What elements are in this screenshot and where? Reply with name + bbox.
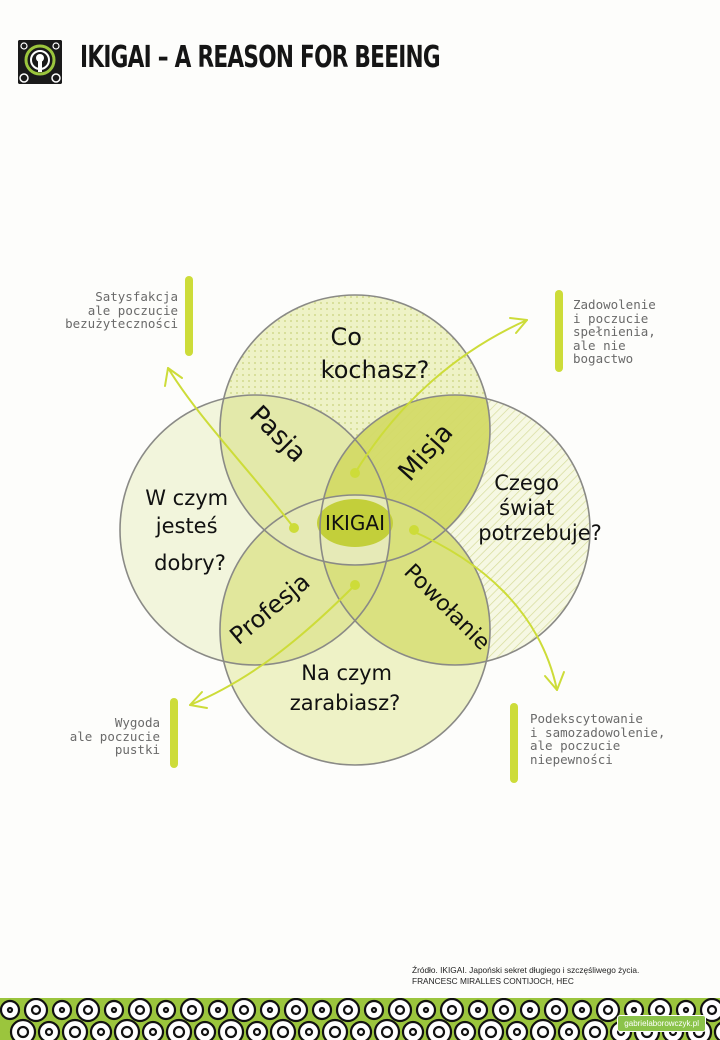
label-good-1: W czym	[145, 486, 228, 510]
note-bottom-left: Wygoda ale poczucie pustki	[69, 715, 160, 757]
note-bottom-left-bar	[170, 698, 178, 768]
svg-text:Na czym zarabiasz?: Na czym zarabiasz?	[290, 661, 401, 715]
arrow-bottom-right	[409, 529, 558, 691]
label-good-2: jesteś	[155, 514, 218, 538]
note-bottom-right: Podekscytowanie i samozadowolenie, ale p…	[530, 711, 666, 767]
source-credit-line2: FRANCESC MIRALLES CONTIJOCH, HEC	[412, 976, 574, 986]
label-needs-3: potrzebuje?	[478, 521, 602, 545]
arrow-top-left	[167, 367, 295, 529]
label-paid-2: zarabiasz?	[290, 691, 401, 715]
arrow-top-right	[354, 319, 528, 474]
source-credit-line1: Źródło. IKIGAI. Japoński sekret długiego…	[412, 965, 640, 975]
label-paid-1: Na czym	[301, 661, 392, 685]
ikigai-center	[317, 499, 393, 547]
note-top-right-bar	[555, 290, 563, 372]
footer-pattern: gabrielaborowczyk.pl	[0, 998, 720, 1040]
page-title: IKIGAI – A REASON FOR BEEING	[80, 40, 441, 75]
label-ikigai: IKIGAI	[325, 511, 385, 535]
note-top-right: Zadowolenie i poczucie spełnienia, ale n…	[573, 297, 656, 366]
label-good-3: dobry?	[154, 551, 226, 575]
label-love-2: kochasz?	[321, 356, 430, 384]
svg-text:Co kochasz?: Co kochasz?	[321, 323, 430, 384]
label-needs-1: Czego	[494, 471, 559, 495]
svg-text:W czym jesteś dobry?: W czym jesteś dobry?	[145, 486, 235, 575]
label-needs-2: świat	[499, 496, 554, 520]
logo-icon	[18, 40, 62, 84]
ikigai-venn-diagram: Co kochasz? Czego świat potrzebuje? W cz…	[119, 294, 602, 766]
note-top-left: Satysfakcja ale poczucie bezużyteczności	[65, 289, 178, 331]
note-bottom-right-bar	[510, 703, 518, 783]
footer-brand: gabrielaborowczyk.pl	[617, 1015, 706, 1032]
arrow-bottom-left	[189, 584, 356, 706]
note-top-left-bar	[185, 276, 193, 356]
label-love-1: Co	[330, 323, 361, 351]
svg-text:Czego świat potrzebuje: Czego świat potrzebuje?	[478, 471, 602, 545]
circles-pattern-icon	[0, 998, 720, 1040]
source-credit: Źródło. IKIGAI. Japoński sekret długiego…	[412, 965, 639, 987]
